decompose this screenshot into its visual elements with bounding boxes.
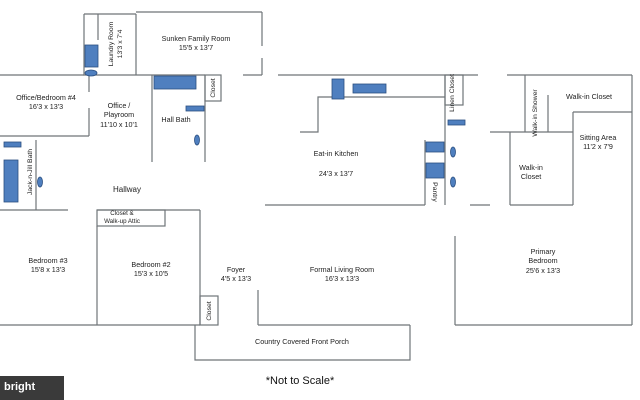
walkin-closet-top-label: Walk-in Closet xyxy=(566,92,612,101)
formal-living-size: 16'3 x 13'3 xyxy=(325,274,359,283)
fixtures xyxy=(3,44,466,203)
dishwasher-fixture xyxy=(425,162,445,179)
hall-bath-label: Hall Bath xyxy=(161,115,190,124)
primary-size: 25'6 x 13'3 xyxy=(526,266,560,275)
formal-living-label: Formal Living Room xyxy=(310,265,374,274)
foyer-label: Foyer xyxy=(227,265,246,274)
walkin-shower-label: Walk-in Shower xyxy=(532,89,539,137)
fridge-fixture xyxy=(331,78,345,100)
room-labels: Laundry Room 13'3 x 7'4 Sunken Family Ro… xyxy=(16,21,616,387)
pantry-label: Pantry xyxy=(431,182,438,202)
playroom-size: 11'10 x 10'1 xyxy=(100,120,138,129)
foyer-closet-label: Closet xyxy=(206,301,213,320)
laundry-size: 13'3 x 7'4 xyxy=(117,29,124,58)
pb-toilet2-fixture xyxy=(450,176,456,188)
attic-label-1: Closet & xyxy=(110,210,134,217)
linen-closet-label: Linen Closet xyxy=(449,74,456,112)
watermark-text: bright xyxy=(4,381,36,393)
kitchen-size: 24'3 x 13'7 xyxy=(319,169,353,178)
playroom-label-2: Playroom xyxy=(104,110,134,119)
laundry-label: Laundry Room xyxy=(108,21,115,66)
toilet-fixture xyxy=(194,134,200,146)
playroom-label-1: Office / xyxy=(108,101,131,110)
pb-vanity-fixture xyxy=(447,119,466,126)
porch-label: Country Covered Front Porch xyxy=(255,337,349,346)
jj-vanity-fixture xyxy=(3,141,22,148)
primary-label-2: Bedroom xyxy=(528,256,557,265)
attic-label-2: Walk-up Attic xyxy=(104,218,140,225)
sitting-area-label: Sitting Area xyxy=(580,133,617,142)
pb-toilet1-fixture xyxy=(450,146,456,158)
not-to-scale-note: *Not to Scale* xyxy=(266,375,335,387)
sitting-area-size: 11'2 x 7'9 xyxy=(583,142,613,151)
hall-closet-label: Closet xyxy=(210,78,217,97)
dryer-fixture xyxy=(84,69,98,77)
family-room-size: 15'5 x 13'7 xyxy=(179,43,213,52)
jack-jill-label: Jack-n-Jill Bath xyxy=(27,149,34,195)
office4-size: 16'3 x 13'3 xyxy=(29,102,63,111)
office4-label: Office/Bedroom #4 xyxy=(16,93,76,102)
bedroom3-size: 15'8 x 13'3 xyxy=(31,265,65,274)
tub-fixture xyxy=(153,75,197,90)
jj-tub-fixture xyxy=(3,159,19,203)
bedroom3-label: Bedroom #3 xyxy=(28,256,67,265)
sink-fixture xyxy=(425,141,445,153)
walls xyxy=(0,11,633,361)
hallway-label: Hallway xyxy=(113,185,141,194)
washer-fixture xyxy=(84,44,99,68)
vanity-fixture xyxy=(185,105,205,112)
watermark-badge: bright xyxy=(0,376,64,400)
kitchen-label: Eat-in Kitchen xyxy=(314,149,359,158)
foyer-size: 4'5 x 13'3 xyxy=(221,274,251,283)
jj-toilet-fixture xyxy=(37,176,43,188)
bedroom2-label: Bedroom #2 xyxy=(131,260,170,269)
stove-fixture xyxy=(352,83,387,94)
walkin-closet-mid-label-2: Closet xyxy=(521,172,541,181)
bedroom2-size: 15'3 x 10'5 xyxy=(134,269,168,278)
walkin-closet-mid-label-1: Walk-in xyxy=(519,163,543,172)
family-room-label: Sunken Family Room xyxy=(162,34,231,43)
primary-label-1: Primary xyxy=(531,247,556,256)
